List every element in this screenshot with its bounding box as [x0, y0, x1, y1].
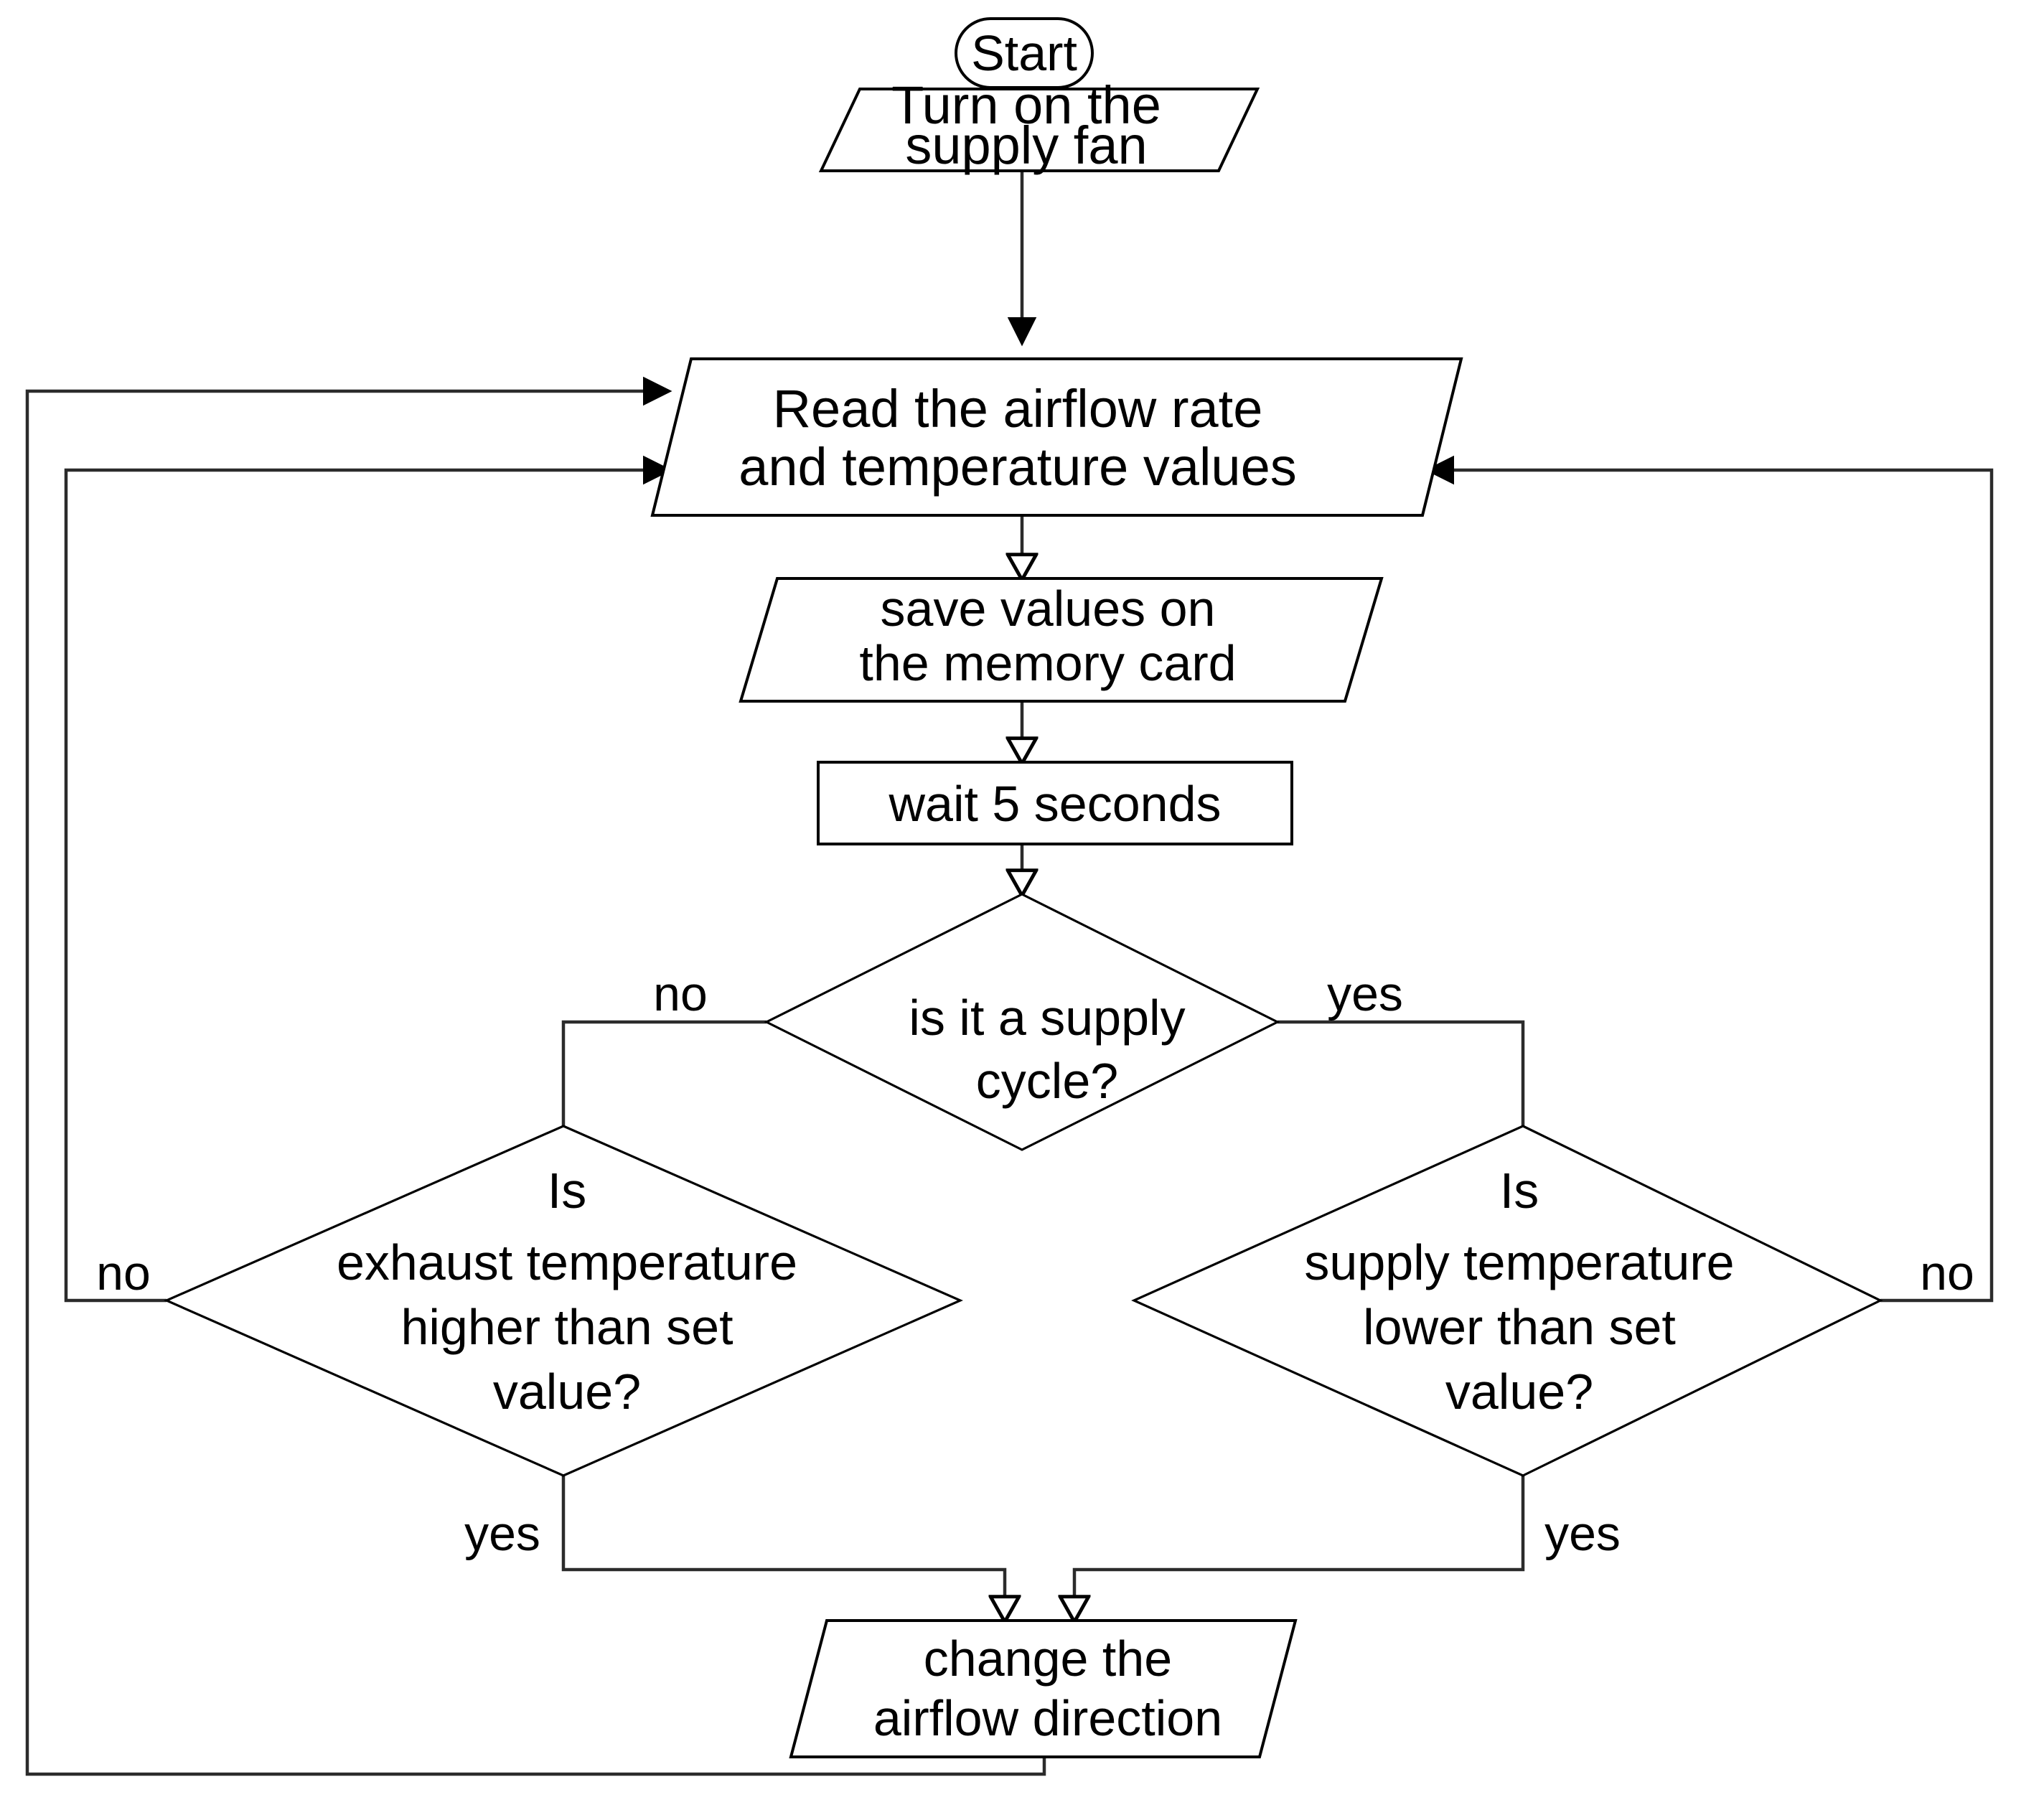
supply-cycle-diamond: [764, 893, 1280, 1151]
supply-temp-line4: value?: [1445, 1364, 1593, 1420]
wait-label: wait 5 seconds: [888, 776, 1221, 832]
save-values-shape: [739, 577, 1384, 703]
edge-label-exhaust-no: no: [96, 1246, 151, 1300]
edge-label-supply-yes: yes: [1544, 1506, 1621, 1561]
exhaust-temp-line2: exhaust temperature: [337, 1234, 797, 1290]
edge-exhaust-yes-to-change: [561, 1476, 1005, 1621]
supply-cycle-line1: is it a supply: [909, 990, 1185, 1046]
node-turn-on-fan[interactable]: Turn on the supply fan: [818, 75, 1260, 175]
turn-on-fan-shape: [818, 88, 1260, 172]
supply-temp-line1: Is: [1500, 1163, 1539, 1219]
change-airflow-shape: [789, 1619, 1298, 1758]
node-supply-cycle-decision[interactable]: is it a supply cycle?: [764, 893, 1280, 1151]
node-save-values[interactable]: save values on the memory card: [739, 577, 1384, 703]
read-values-line1: Read the airflow rate: [773, 379, 1263, 439]
supply-temp-diamond: [1131, 1125, 1883, 1477]
node-start[interactable]: Start: [955, 17, 1094, 89]
change-airflow-line2: airflow direction: [873, 1690, 1222, 1746]
supply-temp-line2: supply temperature: [1304, 1234, 1734, 1290]
connector-layer: [25, 69, 1994, 1776]
supply-temp-line3: lower than set: [1363, 1299, 1676, 1355]
turn-on-fan-line2: supply fan: [905, 116, 1147, 175]
node-wait[interactable]: wait 5 seconds: [817, 761, 1293, 845]
node-read-values[interactable]: Read the airflow rate and temperature va…: [650, 357, 1463, 517]
read-values-line2: and temperature values: [739, 437, 1296, 497]
turn-on-fan-line1: Turn on the: [891, 75, 1161, 135]
node-exhaust-temp-decision[interactable]: Is exhaust temperature higher than set v…: [164, 1125, 963, 1477]
edge-supply-yes-to-change: [1074, 1476, 1525, 1621]
edge-change-to-read-loop: [25, 376, 1046, 1776]
save-values-line2: the memory card: [859, 635, 1236, 691]
edge-label-cycle-no: no: [653, 967, 708, 1021]
edge-label-exhaust-yes: yes: [464, 1506, 540, 1561]
save-values-line1: save values on: [881, 581, 1216, 637]
edge-supply-no-to-read: [1425, 455, 1994, 1303]
read-values-shape: [650, 357, 1463, 517]
edge-label-cycle-yes: yes: [1327, 967, 1403, 1021]
exhaust-temp-line1: Is: [548, 1163, 586, 1219]
edge-label-supply-no: no: [1920, 1246, 1974, 1300]
exhaust-temp-line4: value?: [493, 1364, 641, 1420]
change-airflow-line1: change the: [924, 1631, 1172, 1687]
edge-exhaust-no-to-read: [64, 455, 672, 1303]
exhaust-temp-diamond: [164, 1125, 963, 1477]
edge-cycle-no-to-exhaust: [561, 1020, 766, 1126]
exhaust-temp-line3: higher than set: [400, 1299, 733, 1355]
wait-shape: [817, 761, 1293, 845]
node-supply-temp-decision[interactable]: Is supply temperature lower than set val…: [1131, 1125, 1883, 1477]
start-label: Start: [971, 25, 1077, 81]
edge-cycle-yes-to-supply: [1278, 1020, 1525, 1126]
supply-cycle-line2: cycle?: [976, 1053, 1118, 1109]
node-change-airflow[interactable]: change the airflow direction: [789, 1619, 1298, 1758]
